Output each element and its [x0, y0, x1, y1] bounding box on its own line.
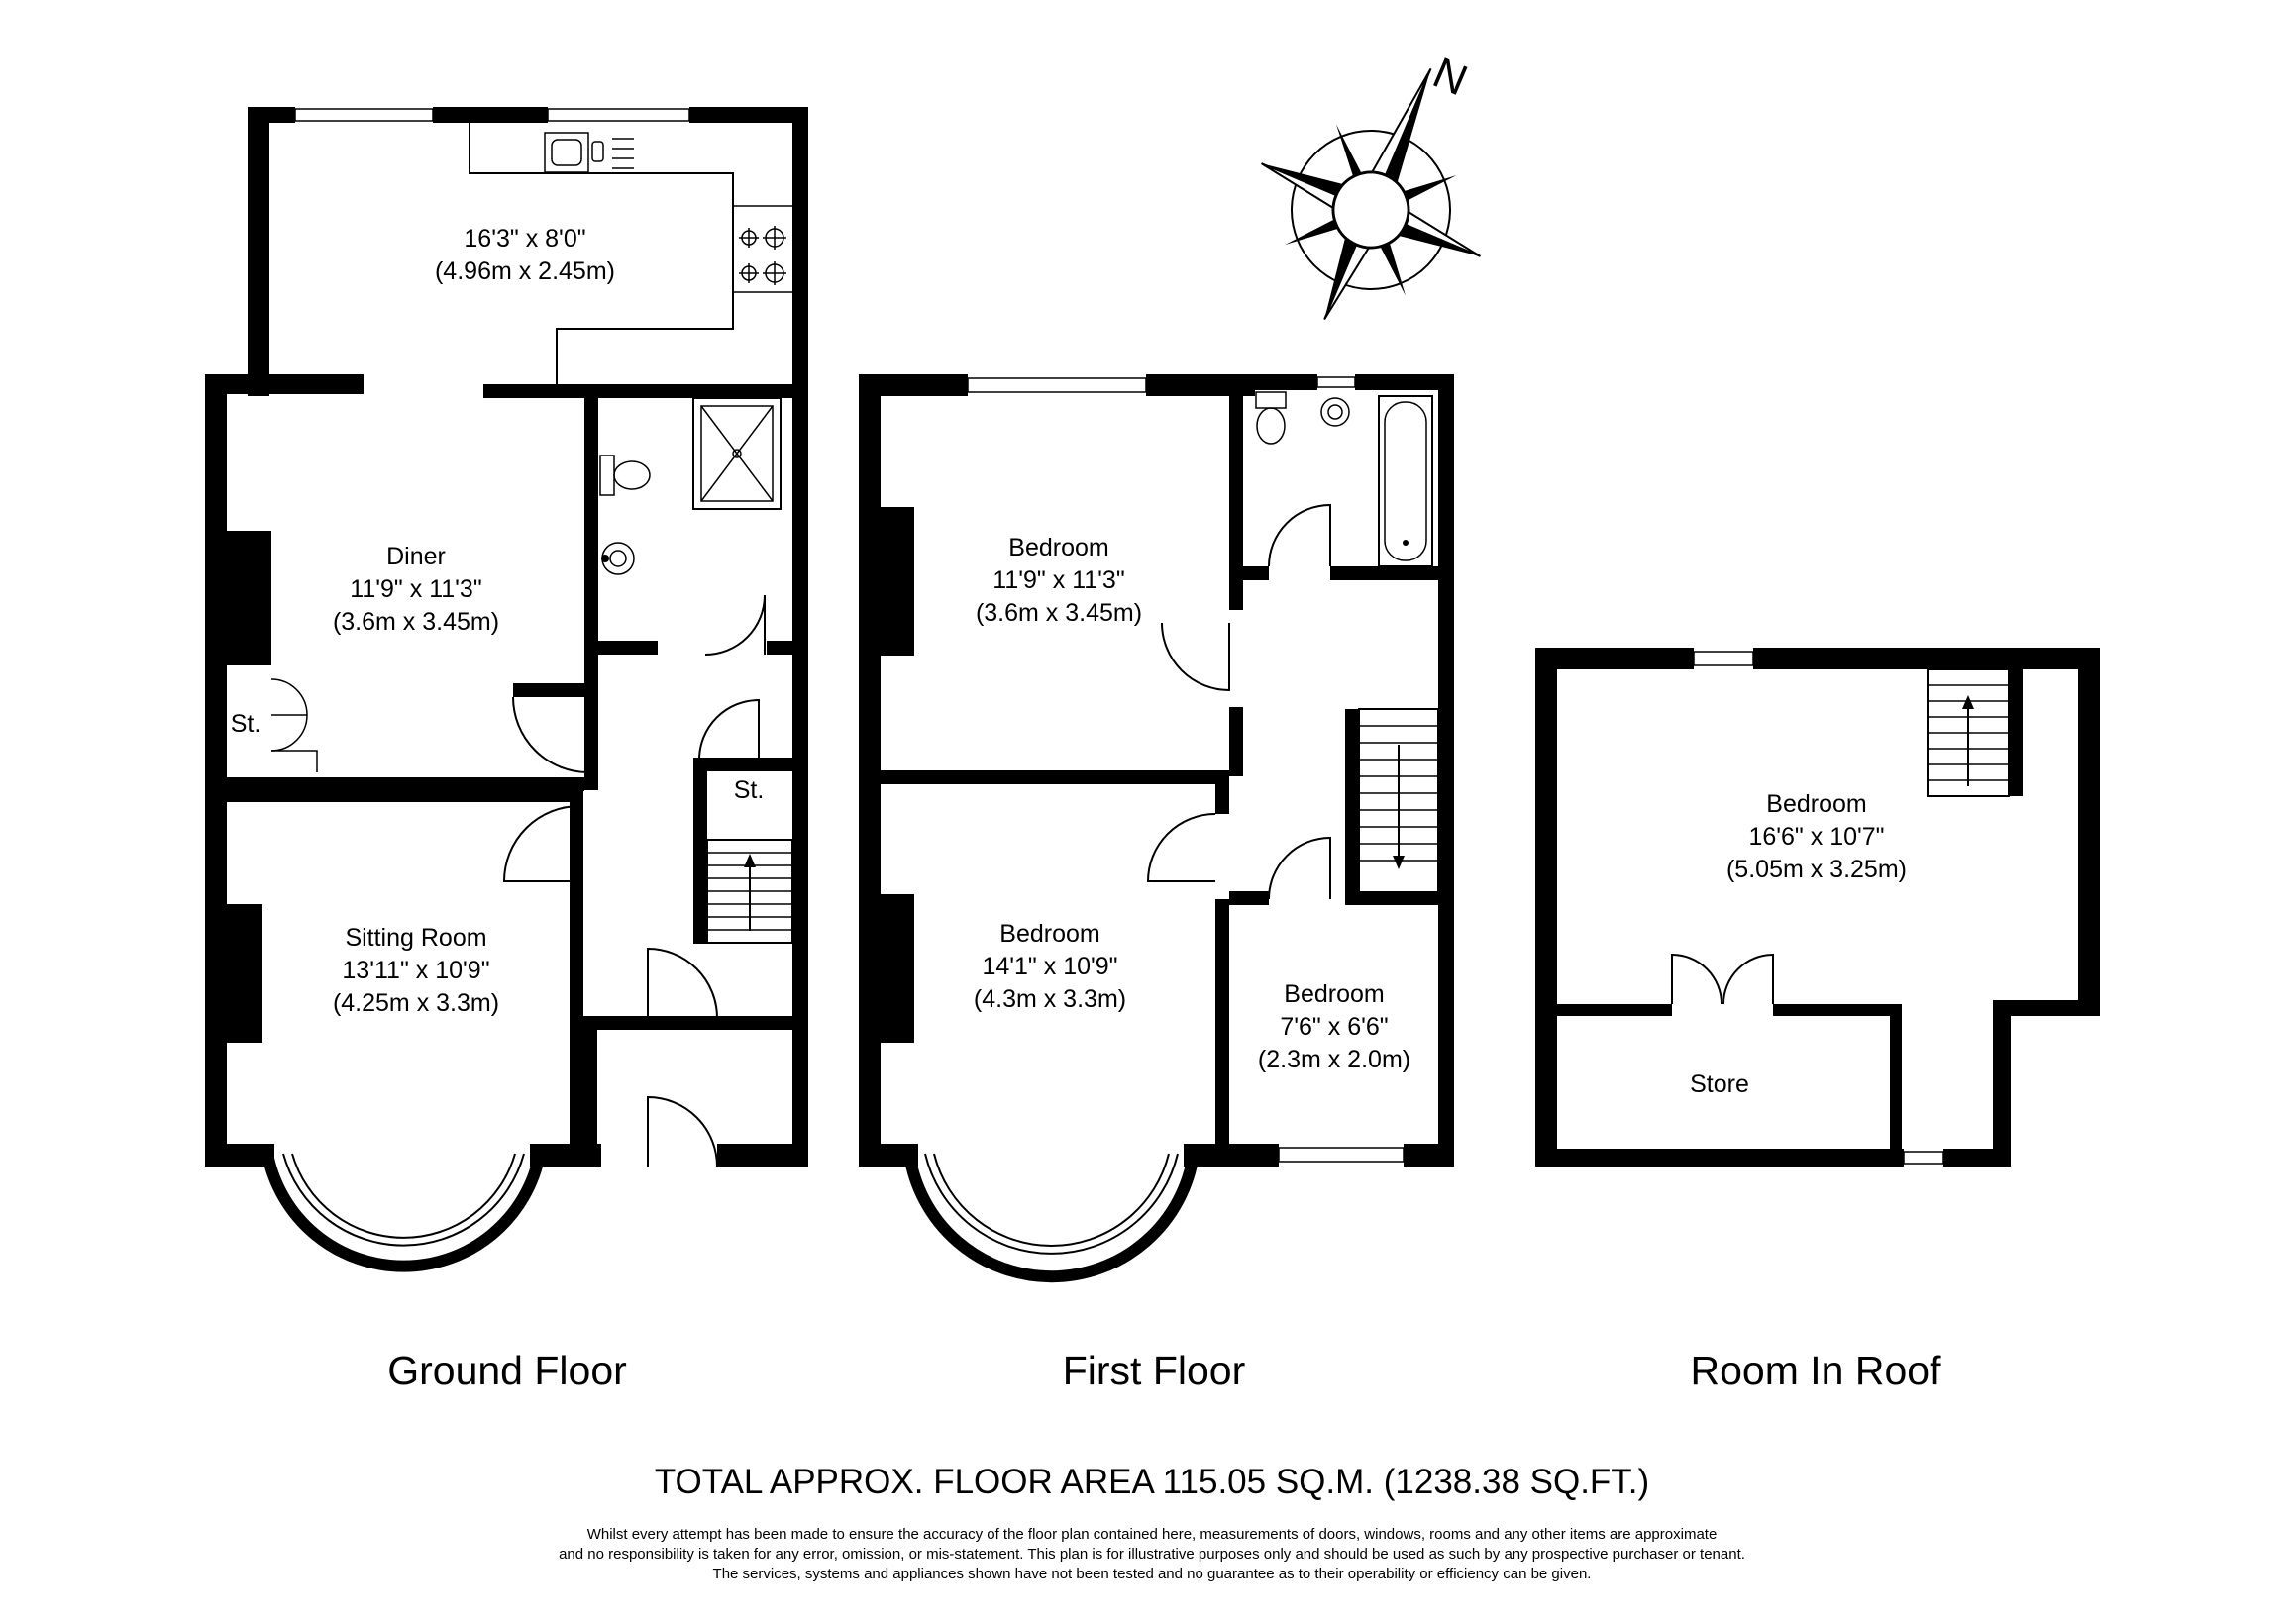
small-bedroom-dimensions-imperial: 7'6" x 6'6" [1280, 1013, 1388, 1041]
rear-bedroom-name: Bedroom [1008, 534, 1108, 561]
kitchen-dimensions-imperial: 16'3" x 8'0" [464, 225, 585, 253]
disclaimer-line-1: Whilst every attempt has been made to en… [587, 1526, 1718, 1543]
first-floor-plan: Bedroom 11'9" x 11'3" (3.6m x 3.45m) Bed… [859, 374, 1454, 1283]
roof-bedroom-dimensions-imperial: 16'6" x 10'7" [1748, 823, 1884, 851]
store-hall-label: St. [734, 776, 765, 804]
front-bedroom-dimensions-imperial: 14'1" x 10'9" [982, 953, 1117, 980]
roof-bedroom-dimensions-metric: (5.05m x 3.25m) [1726, 856, 1907, 883]
store-left-label: St. [231, 710, 261, 738]
ground-floor-title: Ground Floor [387, 1348, 627, 1393]
bathroom-window [1316, 376, 1356, 388]
hob-icon [739, 226, 786, 285]
kitchen-patio-door [294, 108, 434, 122]
sitting-room-name: Sitting Room [345, 924, 486, 952]
sitting-room-dimensions-imperial: 13'11" x 10'9" [342, 957, 489, 984]
rear-bedroom-dimensions-metric: (3.6m x 3.45m) [976, 599, 1142, 627]
total-floor-area: TOTAL APPROX. FLOOR AREA 115.05 SQ.M. (1… [655, 1463, 1649, 1501]
roof-window-bottom [1903, 1151, 1944, 1165]
kitchen-dimensions-metric: (4.96m x 2.45m) [435, 257, 615, 285]
first-floor-title: First Floor [1063, 1348, 1246, 1393]
diner-dimensions-metric: (3.6m x 3.45m) [333, 608, 499, 636]
disclaimer-line-2: and no responsibility is taken for any e… [559, 1546, 1745, 1563]
front-bedroom-name: Bedroom [999, 920, 1099, 948]
disclaimer-line-3: The services, systems and appliances sho… [713, 1566, 1592, 1582]
rear-bedroom-window [967, 377, 1147, 393]
kitchen-window [547, 108, 690, 122]
rear-bedroom-dimensions-imperial: 11'9" x 11'3" [992, 566, 1124, 594]
compass-icon [1261, 67, 1481, 320]
front-bedroom-dimensions-metric: (4.3m x 3.3m) [974, 985, 1126, 1013]
roof-window-top [1693, 651, 1754, 666]
sitting-room-dimensions-metric: (4.25m x 3.3m) [333, 989, 499, 1017]
diner-name: Diner [386, 543, 446, 570]
room-in-roof-title: Room In Roof [1691, 1348, 1942, 1393]
roof-bedroom-name: Bedroom [1766, 790, 1866, 818]
small-bedroom-dimensions-metric: (2.3m x 2.0m) [1258, 1046, 1410, 1073]
diner-dimensions-imperial: 11'9" x 11'3" [350, 575, 481, 603]
small-bedroom-name: Bedroom [1284, 980, 1384, 1008]
ground-floor-plan: 16'3" x 8'0" (4.96m x 2.45m) Diner 11'9"… [205, 107, 808, 1272]
small-bedroom-window [1278, 1147, 1405, 1163]
roof-store-label: Store [1690, 1070, 1749, 1098]
room-in-roof-plan: Bedroom 16'6" x 10'7" (5.05m x 3.25m) St… [1535, 648, 2100, 1167]
compass-north-label: N [1426, 49, 1474, 106]
